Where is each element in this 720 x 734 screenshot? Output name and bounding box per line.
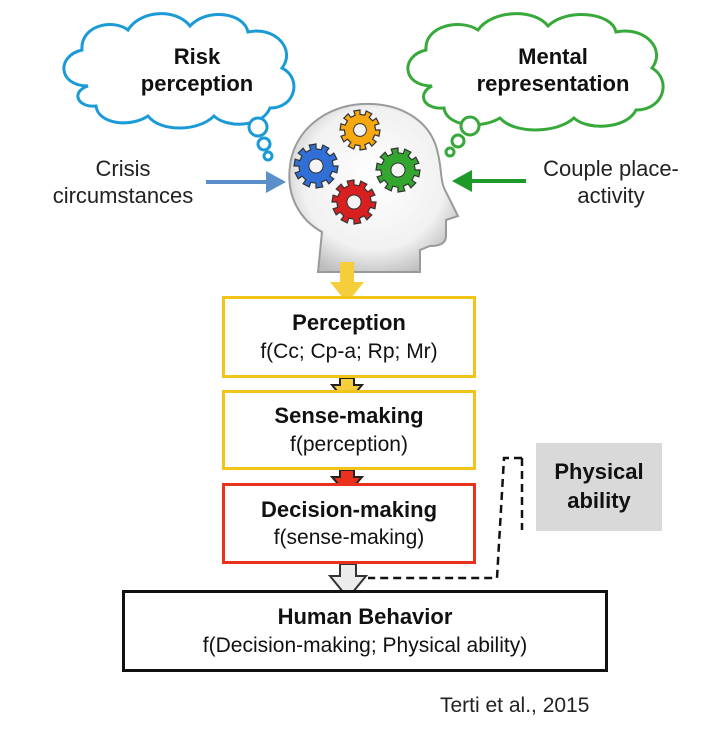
- human-behavior-formula: f(Decision-making; Physical ability): [202, 633, 528, 657]
- couple-place-activity-line2: activity: [577, 182, 645, 208]
- mental-representation-line1: Mental: [518, 44, 588, 69]
- couple-place-activity-label: Couple place- activity: [526, 156, 696, 210]
- perception-title: Perception: [292, 310, 406, 336]
- crisis-circumstances-line1: Crisis: [95, 156, 151, 181]
- risk-perception-line2: perception: [140, 70, 254, 96]
- risk-perception-cloud: [62, 12, 296, 162]
- decision-making-title: Decision-making: [260, 496, 438, 522]
- crisis-circumstances-arrow: [206, 171, 286, 193]
- perception-formula: f(Cc; Cp-a; Rp; Mr): [260, 339, 438, 363]
- human-behavior-title: Human Behavior: [277, 604, 453, 630]
- mental-representation-label: Mental representation: [460, 44, 646, 98]
- crisis-circumstances-label: Crisis circumstances: [38, 156, 208, 210]
- physical-ability-box: Physical ability: [536, 443, 662, 531]
- blue-gear-icon: [293, 143, 339, 189]
- physical-ability-dashed-connector: [368, 456, 524, 580]
- couple-place-activity-arrow: [452, 170, 526, 192]
- decision-making-box: Decision-making f(sense-making): [222, 483, 476, 564]
- sense-making-box: Sense-making f(perception): [222, 390, 476, 470]
- citation: Terti et al., 2015: [440, 694, 590, 717]
- physical-ability-line1: Physical: [554, 459, 644, 485]
- human-behavior-box: Human Behavior f(Decision-making; Physic…: [122, 590, 608, 672]
- sense-making-formula: f(perception): [290, 432, 408, 456]
- mental-representation-line2: representation: [476, 70, 630, 96]
- decisionmaking-to-behavior-arrow: [327, 563, 369, 600]
- physical-ability-line2: ability: [567, 488, 631, 513]
- mental-representation-cloud: [406, 12, 665, 158]
- green-gear-icon: [375, 147, 421, 193]
- risk-perception-line1: Risk: [173, 44, 221, 69]
- couple-place-activity-line1: Couple place-: [543, 156, 679, 181]
- head-to-perception-arrow: [330, 262, 364, 303]
- risk-perception-label: Risk perception: [118, 44, 276, 98]
- perception-box: Perception f(Cc; Cp-a; Rp; Mr): [222, 296, 476, 378]
- head-with-gears-icon: [288, 102, 460, 273]
- red-gear-icon: [331, 179, 377, 225]
- decision-making-formula: f(sense-making): [273, 526, 425, 550]
- orange-gear-icon: [339, 109, 381, 151]
- sense-making-title: Sense-making: [274, 403, 424, 429]
- crisis-circumstances-line2: circumstances: [52, 182, 194, 208]
